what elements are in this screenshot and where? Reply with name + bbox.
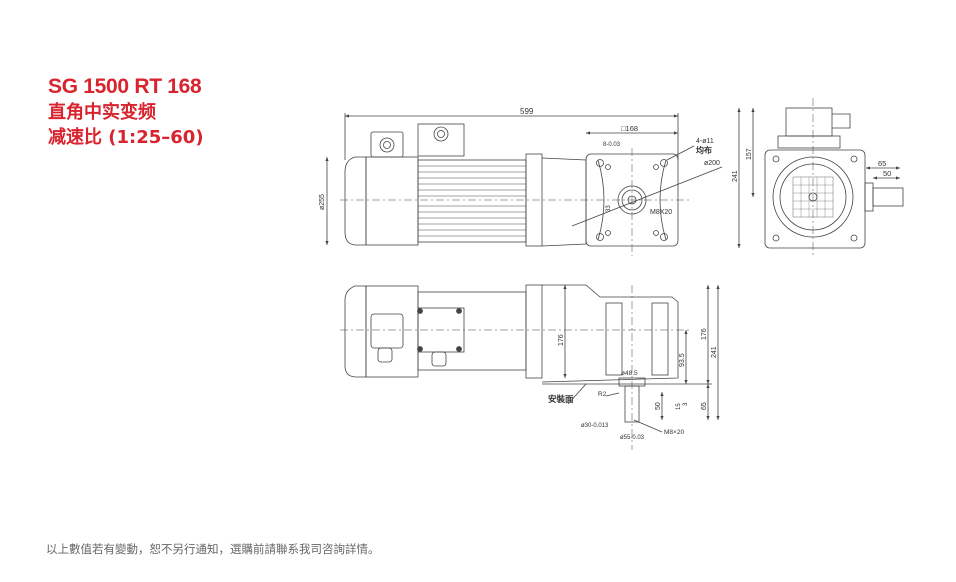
dim-pilot-diameter: ø55-0.03 — [620, 435, 645, 441]
dim-gear-height: 176 — [558, 334, 565, 346]
dim-right-241: 241 — [711, 346, 718, 358]
dim-center-to-base: 93.5 — [679, 353, 686, 367]
dim-shaft-thread: M8×20 — [664, 429, 684, 436]
dim-motor-diameter: ø255 — [319, 194, 326, 210]
dim-boss-diameter: ø48.5 — [621, 370, 638, 377]
dim-right-176: 176 — [701, 328, 708, 340]
dim-shaft-diameter: ø30-0.013 — [581, 423, 609, 429]
dim-radius: R2 — [598, 391, 607, 398]
dim-side-key-length: 50 — [883, 169, 891, 178]
product-type: 直角中实变频 — [48, 102, 156, 123]
dim-flange-square: □168 — [621, 124, 638, 133]
dim-hole-spec: 4-ø11 — [696, 138, 714, 145]
title-block: SG 1500 RT 168 直角中实变频 减速比 (1:25–60) — [48, 74, 204, 150]
disclaimer-note: 以上數值若有變動，恕不另行通知，選購前請聯系我司咨詢詳情。 — [46, 542, 380, 556]
dim-side-height: 241 — [732, 170, 739, 182]
dim-hole-note: 均布 — [696, 145, 712, 155]
front-view: 599 ø255 — [319, 107, 723, 256]
dim-overall-length: 599 — [520, 107, 534, 116]
model-title: SG 1500 RT 168 — [48, 75, 202, 98]
dim-center-thread: M8X20 — [650, 209, 672, 216]
top-view: 176 93.5 176 241 65 50 15 3 ø48.5 R2 安裝面… — [340, 284, 720, 450]
dim-shaft-gap: 3 — [683, 402, 689, 406]
dim-pcd: ø200 — [704, 160, 720, 167]
mount-face-label: 安裝面 — [548, 394, 574, 404]
side-view: 241 157 65 50 — [732, 98, 904, 255]
dim-shaft-length: 50 — [655, 402, 662, 410]
dim-side-center-height: 157 — [746, 148, 753, 160]
ratio-range: 减速比 (1:25–60) — [48, 127, 204, 148]
dim-key-width: 8-0.03 — [603, 142, 621, 148]
dim-shaft-small: 15 — [676, 403, 682, 410]
dim-side-shaft-length: 65 — [878, 159, 886, 168]
dim-shaft-total: 65 — [701, 402, 708, 410]
dim-shaft-key: 33 — [606, 205, 612, 212]
